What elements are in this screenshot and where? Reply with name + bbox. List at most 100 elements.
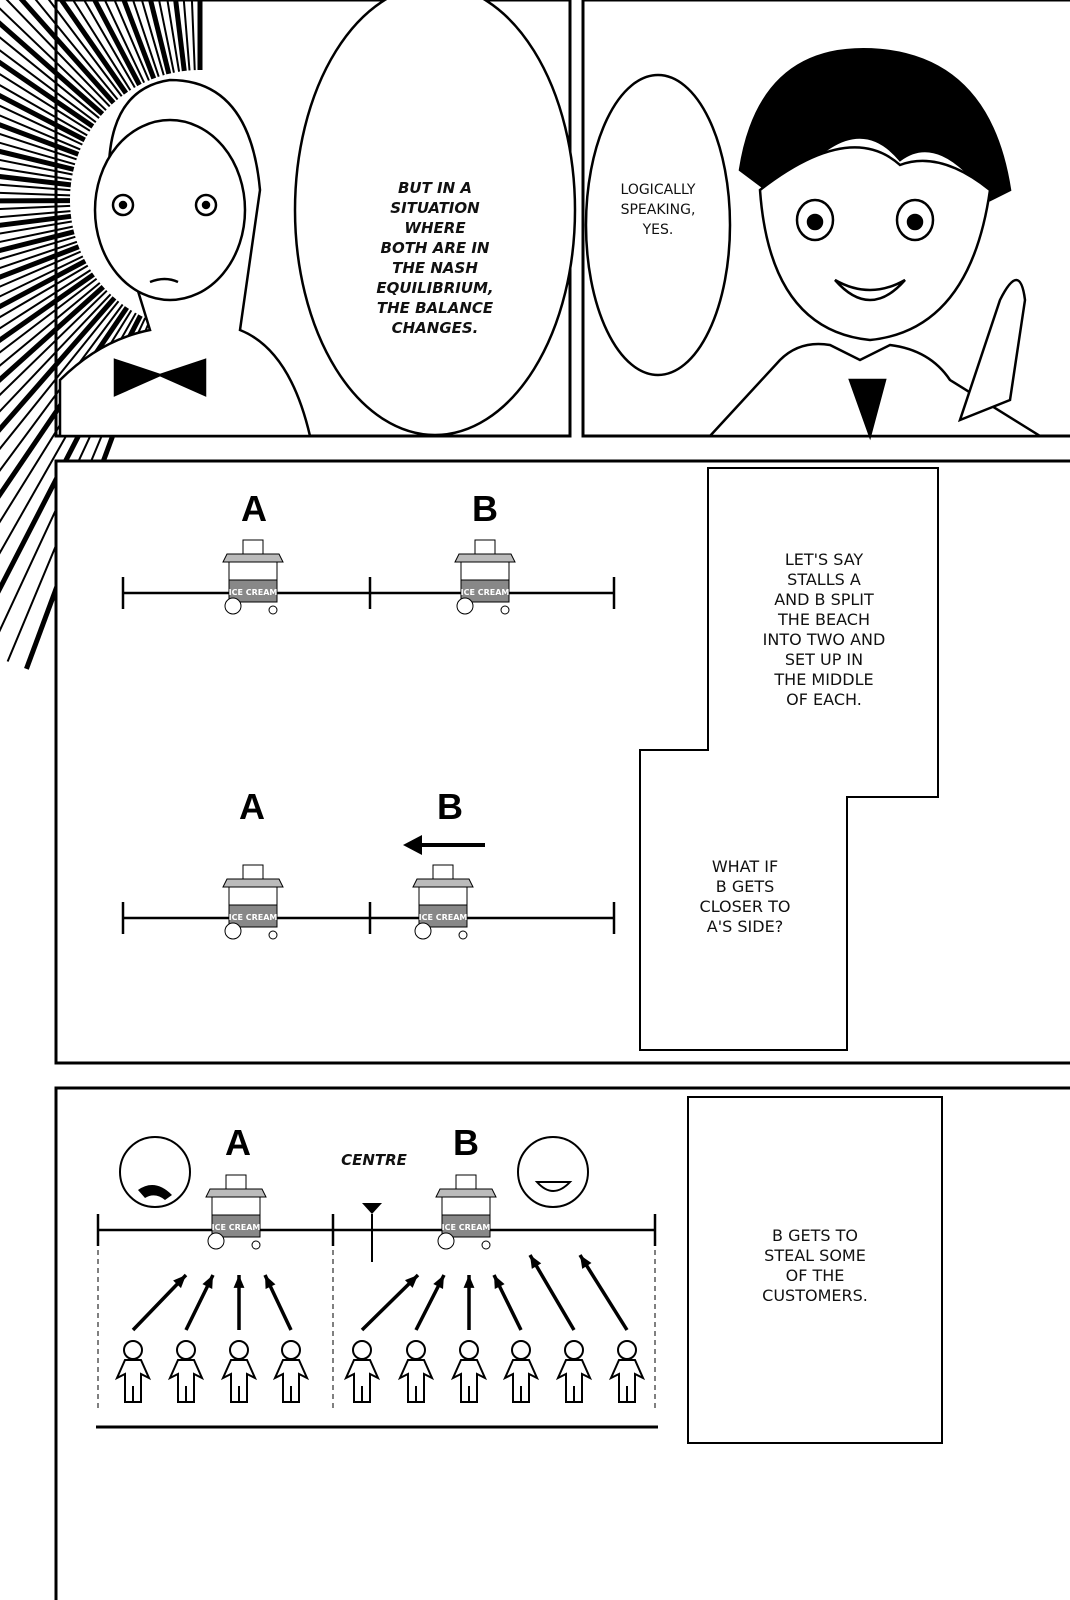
speed-line — [0, 114, 81, 151]
speed-line — [0, 220, 72, 235]
speed-line — [0, 264, 89, 319]
ice-cream-cart: ICE CREAM — [435, 1174, 497, 1250]
speed-line — [0, 250, 82, 288]
customer-arrow-head — [494, 1275, 505, 1289]
cart-sign — [225, 1174, 247, 1190]
speed-line — [158, 0, 175, 73]
ice-cream-cart: ICE CREAM — [205, 1174, 267, 1250]
ice-cream-cart: ICE CREAM — [222, 864, 284, 940]
speed-line — [0, 255, 84, 298]
customer-figure — [450, 1340, 488, 1403]
stall-label-a: A — [225, 1122, 251, 1163]
stall-label-b: B — [453, 1122, 479, 1163]
cart-sign-text: ICE CREAM — [461, 588, 510, 597]
cart-awning — [205, 1188, 267, 1198]
speed-line — [91, 0, 142, 87]
cart-wheel — [500, 605, 510, 615]
cart-wheel — [414, 922, 432, 940]
speed-line — [190, 0, 196, 71]
cart-body — [211, 1214, 261, 1238]
speed-line — [0, 269, 92, 330]
customer-arrow-head — [404, 1275, 418, 1288]
cart-sign-text: ICE CREAM — [229, 588, 278, 597]
speed-line — [131, 0, 160, 78]
cart-sign — [455, 1174, 477, 1190]
annoyed-face-icon — [119, 1136, 191, 1208]
cart-sign — [432, 864, 454, 880]
customer-figure — [502, 1340, 540, 1403]
speed-line — [0, 191, 71, 197]
speech-bubble — [293, 0, 577, 437]
customer-arrow-head — [580, 1255, 592, 1269]
speed-line — [71, 0, 132, 91]
speed-line — [113, 0, 150, 81]
customer-arrow — [578, 1254, 629, 1331]
speed-line — [0, 104, 83, 146]
stall-label-a: A — [241, 488, 267, 529]
cart-wheel — [207, 1232, 225, 1250]
speed-line — [173, 0, 187, 72]
speed-line — [0, 198, 71, 204]
narration-text: WHAT IF B GETS CLOSER TO A'S SIDE? — [699, 857, 791, 936]
speed-line — [0, 73, 91, 132]
speed-line — [0, 303, 124, 472]
speed-line — [0, 293, 112, 413]
cart-sign-text: ICE CREAM — [442, 1223, 491, 1232]
ice-cream-cart: ICE CREAM — [222, 539, 284, 615]
cart-wheel — [481, 1240, 491, 1250]
speed-line — [0, 282, 101, 367]
cart-body — [228, 904, 278, 928]
speech-bubble — [584, 73, 732, 377]
panel-4: ICE CREAM ICE CREAM — [54, 1086, 1070, 1600]
narration-box — [639, 467, 939, 1051]
centre-label: CENTRE — [341, 1151, 407, 1169]
speed-line — [0, 225, 73, 243]
speed-line — [0, 204, 71, 210]
narration-box — [687, 1096, 943, 1444]
cart-wheel — [458, 930, 468, 940]
cart-sign — [474, 539, 496, 555]
customer-arrow — [360, 1273, 420, 1332]
customer-figure — [114, 1340, 152, 1403]
ice-cream-cart: ICE CREAM — [412, 864, 474, 940]
speed-line — [0, 183, 71, 192]
cart-body — [228, 579, 278, 603]
customer-arrow-head — [433, 1275, 444, 1289]
speed-line — [103, 0, 146, 84]
speed-line — [0, 122, 80, 157]
speed-line — [0, 240, 78, 270]
speed-line — [0, 93, 86, 143]
speed-line — [140, 0, 165, 76]
narration-text: B GETS TO STEAL SOME OF THE CUSTOMERS. — [762, 1226, 868, 1305]
cart-sign — [242, 539, 264, 555]
customer-arrow-head — [233, 1275, 245, 1288]
customer-figure — [397, 1340, 435, 1403]
speed-line — [34, 0, 119, 101]
cart-sign — [242, 864, 264, 880]
centre-marker — [362, 1203, 382, 1214]
cart-wheel — [268, 930, 278, 940]
speech-text: LOGICALLY SPEAKING, YES. — [620, 182, 696, 238]
customer-figure — [555, 1340, 593, 1403]
ice-cream-cart: ICE CREAM — [454, 539, 516, 615]
customer-arrow-head — [202, 1275, 213, 1289]
speed-line — [0, 7, 107, 111]
cart-awning — [454, 553, 516, 563]
speed-line — [0, 300, 120, 451]
customer-figure — [167, 1340, 205, 1403]
stall-label-b: B — [472, 488, 498, 529]
customer-figure — [608, 1340, 646, 1403]
cart-body — [418, 904, 468, 928]
speed-line — [0, 210, 71, 219]
stall-label-b: B — [437, 786, 463, 827]
speech-text: BUT IN A SITUATION WHERE BOTH ARE IN THE… — [376, 179, 494, 337]
customer-arrow-head — [463, 1275, 475, 1288]
speed-line — [182, 0, 191, 71]
speed-line — [0, 213, 72, 228]
speed-line — [121, 0, 157, 80]
cart-awning — [222, 553, 284, 563]
cart-wheel — [251, 1240, 261, 1250]
speed-line — [82, 0, 136, 89]
panel-1 — [0, 0, 577, 670]
